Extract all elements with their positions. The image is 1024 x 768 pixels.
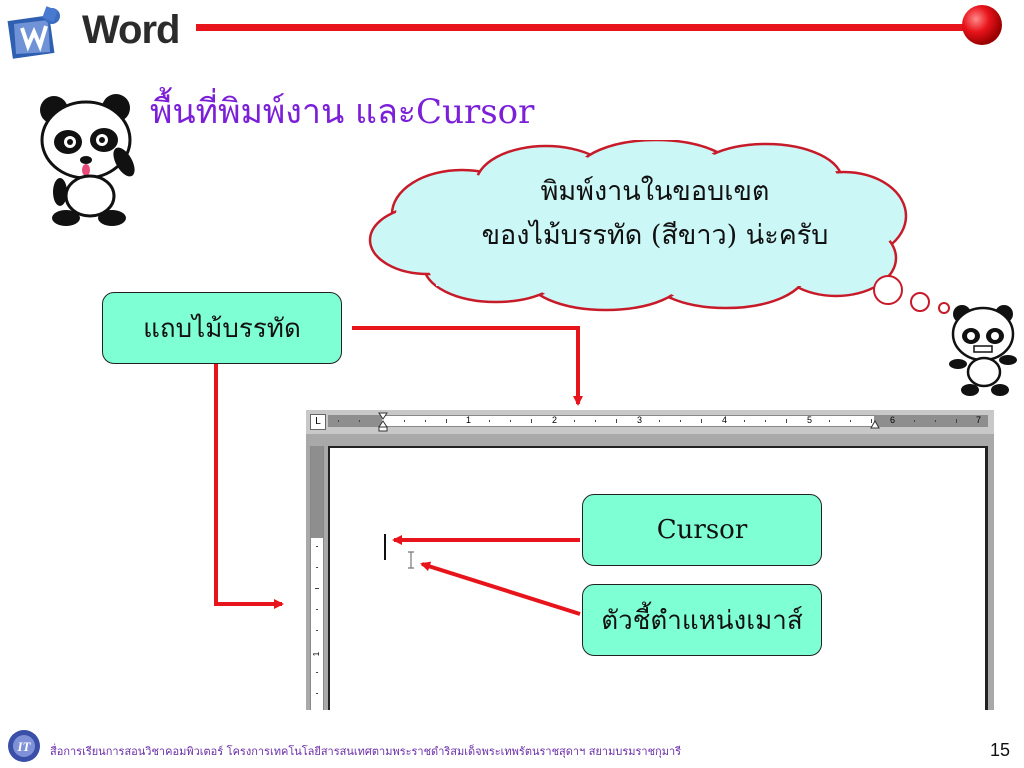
- ruler-label-text: แถบไม้บรรทัด: [143, 313, 301, 344]
- bubble-line-1: พิมพ์งานในขอบเขต: [540, 176, 770, 207]
- text-cursor: [384, 534, 386, 560]
- tab-selector-icon[interactable]: L: [310, 414, 326, 430]
- ruler-number: 1: [466, 415, 472, 425]
- app-name: Word: [82, 8, 180, 52]
- header-accent-line: [196, 24, 976, 31]
- svg-text:1: 1: [312, 651, 321, 656]
- cursor-label-box: Cursor: [582, 494, 822, 566]
- document-page[interactable]: [328, 446, 988, 710]
- ibeam-icon: [408, 551, 414, 569]
- page-number: 15: [990, 740, 1011, 760]
- panda-icon: [40, 94, 135, 226]
- footer-text: สื่อการเรียนการสอนวิชาคอมพิวเตอร์ โครงกา…: [50, 745, 682, 758]
- bubble-line-2: ของไม้บรรทัด (สีขาว) น่ะครับ: [481, 220, 829, 251]
- mouse-pointer-label-text: ตัวชี้ตำแหน่งเมาส์: [601, 605, 803, 636]
- cursor-label-text: Cursor: [656, 515, 748, 545]
- ruler-number: 6: [890, 415, 896, 425]
- indent-marker-icon[interactable]: [378, 412, 388, 432]
- cloud-icon: [368, 140, 950, 314]
- mouse-pointer-label-box: ตัวชี้ตำแหน่งเมาส์: [582, 584, 822, 656]
- puzzle-logo-icon: [7, 6, 60, 59]
- footer-logo-icon: IT: [8, 730, 40, 762]
- vertical-ruler[interactable]: 1: [310, 446, 324, 710]
- ruler-number: 7: [976, 415, 982, 425]
- red-ball-icon: [962, 5, 1002, 45]
- ruler-gray-right: [874, 415, 988, 427]
- slide-title: พื้นที่พิมพ์งาน และCursor: [150, 92, 535, 132]
- arrow-ruler-left: [214, 364, 284, 609]
- ruler-gray-left: [328, 415, 382, 427]
- ruler-number: 2: [552, 415, 558, 425]
- vertical-ruler-gray-top: [311, 446, 323, 538]
- right-indent-marker-icon[interactable]: [870, 420, 880, 430]
- speech-bubble-text: พิมพ์งานในขอบเขต ของไม้บรรทัด (สีขาว) น่…: [420, 170, 890, 258]
- horizontal-ruler[interactable]: L 1 2 3 4 5 6 7: [306, 410, 994, 434]
- panda-icon: [949, 305, 1017, 396]
- ruler-number: 4: [722, 415, 728, 425]
- ruler-white-area[interactable]: [382, 415, 874, 427]
- arrow-ruler-top: [352, 326, 583, 406]
- ruler-tick-marks: [338, 419, 957, 423]
- vertical-ruler-ticks: 1: [312, 546, 321, 694]
- svg-text:IT: IT: [17, 739, 32, 754]
- ruler-number: 5: [807, 415, 813, 425]
- ruler-label-box: แถบไม้บรรทัด: [102, 292, 342, 364]
- ruler-number: 3: [637, 415, 643, 425]
